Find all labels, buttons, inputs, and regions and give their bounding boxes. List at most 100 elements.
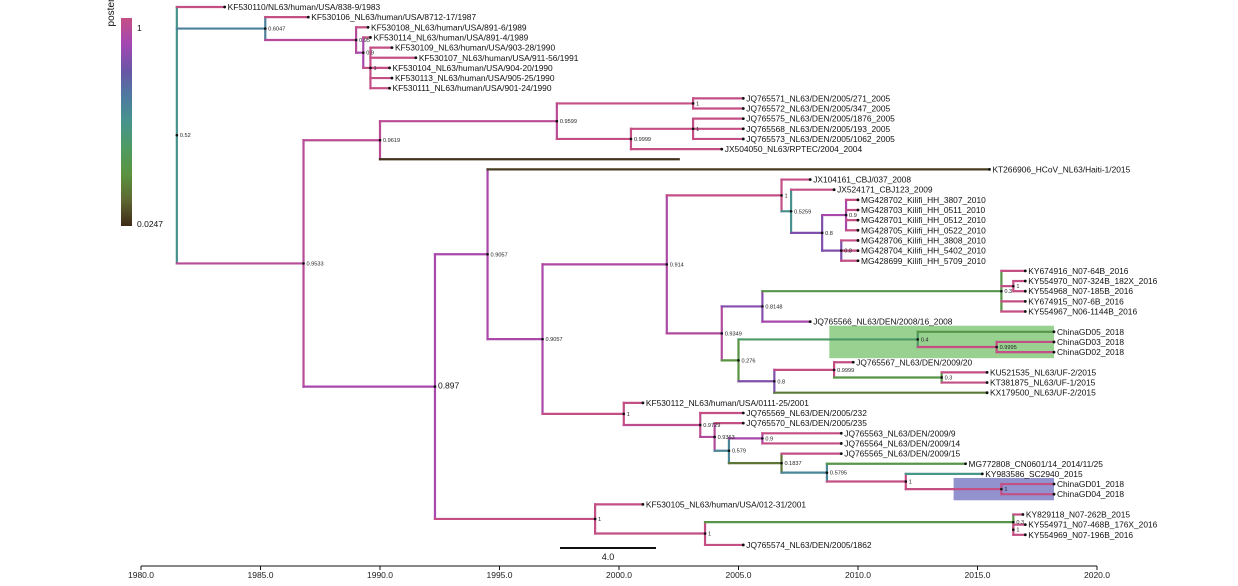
- internal-node-dot: [1000, 289, 1003, 293]
- node-posterior-label: 1: [598, 517, 601, 523]
- tip-node-dot: [964, 462, 967, 466]
- tip-node-dot: [980, 472, 984, 476]
- node-posterior-label: 0.9995: [1000, 345, 1017, 351]
- tip-label: JQ765574_NL63/DEN/2005/1862: [746, 540, 872, 550]
- tip-label: MG428699_Kilifi_HH_5709_2010: [861, 256, 986, 266]
- tip-label: ChinaGD05_2018: [1057, 327, 1124, 337]
- internal-node-dot: [263, 27, 267, 30]
- tip-node-dot: [1023, 289, 1027, 293]
- internal-node-dot: [727, 449, 731, 453]
- tip-label: JQ765565_NL63/DEN/2009/15: [844, 449, 960, 459]
- tip-node-dot: [306, 15, 310, 19]
- tip-label: KY554969_N07-196B_2016: [1028, 530, 1133, 540]
- internal-node-dot: [1012, 528, 1015, 532]
- node-posterior-label: 0.9057: [491, 252, 508, 258]
- axis-tick-label: 2015.0: [965, 570, 991, 580]
- internal-node-dot: [486, 252, 489, 256]
- internal-node-dot: [773, 379, 776, 383]
- tip-node-dot: [741, 421, 745, 425]
- tip-label: KF530109_NL63/human/USA/903-28/1990: [395, 43, 556, 53]
- axis-tick-label: 1995.0: [487, 570, 513, 580]
- axis-tick-label: 1990.0: [367, 570, 393, 580]
- tip-label: JQ765570_NL63/DEN/2005/235: [746, 418, 867, 428]
- tip-label: JQ765564_NL63/DEN/2009/14: [844, 438, 960, 448]
- tip-label: KY674916_N07-64B_2016: [1028, 266, 1128, 276]
- internal-node-dot: [691, 127, 695, 131]
- tip-node-dot: [1052, 350, 1056, 354]
- tip-node-dot: [856, 218, 860, 222]
- tip-node-dot: [741, 543, 745, 547]
- node-posterior-label: 1: [1016, 284, 1019, 290]
- node-posterior-label: 0.9349: [725, 331, 742, 337]
- tip-label: MG772808_CN0601/14_2014/11/25: [969, 459, 1104, 469]
- internal-node-dot: [703, 532, 707, 535]
- internal-node-dot: [825, 471, 829, 474]
- node-posterior-label: 0.5259: [794, 209, 811, 215]
- node-posterior-label: 1: [373, 66, 376, 72]
- axis-tick-label: 2000.0: [606, 570, 632, 580]
- internal-node-dot: [665, 263, 669, 266]
- internal-node-dot: [780, 461, 783, 465]
- legend-max-label: 1: [137, 23, 142, 33]
- tip-label: KF530111_NL63/human/USA/901-24/1990: [393, 83, 552, 93]
- tip-label: KU521535_NL63/UF-2/2015: [990, 367, 1096, 377]
- tip-node-dot: [851, 360, 855, 364]
- tip-node-dot: [641, 502, 645, 506]
- tip-node-dot: [856, 198, 860, 202]
- tip-node-dot: [1052, 330, 1056, 334]
- internal-node-dot: [904, 480, 908, 483]
- internal-node-dot: [832, 368, 836, 372]
- tip-node-dot: [1052, 482, 1056, 486]
- tip-label: KY554967_N06-1144B_2016: [1028, 307, 1137, 317]
- tip-label: JQ765567_NL63/DEN/2009/20: [856, 357, 972, 367]
- tip-node-dot: [985, 381, 989, 384]
- tip-node-dot: [641, 401, 645, 405]
- scale-bar-label: 4.0: [602, 552, 615, 562]
- tip-label: MG428704_Kilifi_HH_5402_2010: [861, 246, 986, 256]
- posterior-legend: posterior 1 0.0247: [106, 0, 163, 229]
- tip-label: MG428703_Kilifi_HH_0511_2010: [861, 205, 986, 215]
- internal-node-dot: [361, 51, 365, 54]
- tip-node-dot: [839, 442, 843, 445]
- internal-node-dot: [789, 209, 793, 213]
- tip-label: KF530106_NL63/human/USA/8712-17/1987: [311, 12, 476, 22]
- node-posterior-label: 0.4: [921, 337, 929, 343]
- internal-node-dot: [175, 133, 179, 137]
- node-posterior-label: 0.1837: [785, 461, 802, 467]
- node-posterior-label: 0.9: [366, 51, 374, 57]
- internal-node-dot: [593, 517, 597, 521]
- tip-node-dot: [856, 208, 860, 212]
- internal-node-dot: [433, 385, 437, 388]
- tip-label: JQ765568_NL63/DEN/2005/193_2005: [746, 124, 890, 134]
- internal-node-dot: [541, 337, 544, 341]
- tip-node-dot: [808, 178, 812, 181]
- tip-node-dot: [839, 452, 843, 455]
- tip-node-dot: [1023, 279, 1027, 283]
- tip-node-dot: [985, 371, 989, 374]
- tip-label: KY554970_N07-324B_182X_2016: [1028, 276, 1157, 286]
- tip-label: JQ765569_NL63/DEN/2005/232: [746, 408, 867, 418]
- tip-node-dot: [988, 168, 991, 171]
- tip-label: KF530113_NL63/human/USA/905-25/1990: [395, 73, 555, 83]
- internal-node-dot: [691, 102, 695, 105]
- node-posterior-label: 0.9057: [546, 337, 563, 343]
- tip-node-dot: [856, 249, 860, 253]
- legend-color-bar: [121, 18, 132, 226]
- internal-node-dot: [629, 137, 633, 141]
- tip-label: KF530108_NL63/human/USA/891-6/1989: [371, 22, 527, 32]
- tip-node-dot: [1021, 513, 1025, 516]
- tip-label: KY829118_N07-262B_2015: [1026, 510, 1130, 520]
- internal-node-dot: [737, 359, 740, 362]
- internal-node-dot: [302, 262, 305, 265]
- tip-label: MG428702_Kilifi_HH_3807_2010: [861, 195, 986, 205]
- tip-node-dot: [808, 320, 812, 324]
- tip-node-dot: [741, 107, 745, 110]
- internal-node-dot: [940, 376, 943, 379]
- tip-label: JQ765563_NL63/DEN/2009/9: [844, 428, 956, 438]
- tip-node-dot: [985, 391, 989, 395]
- tip-label: KF530105_NL63/human/USA/012-31/2001: [646, 499, 807, 509]
- scale-bar: 4.0: [560, 547, 656, 562]
- internal-node-dot: [378, 138, 382, 142]
